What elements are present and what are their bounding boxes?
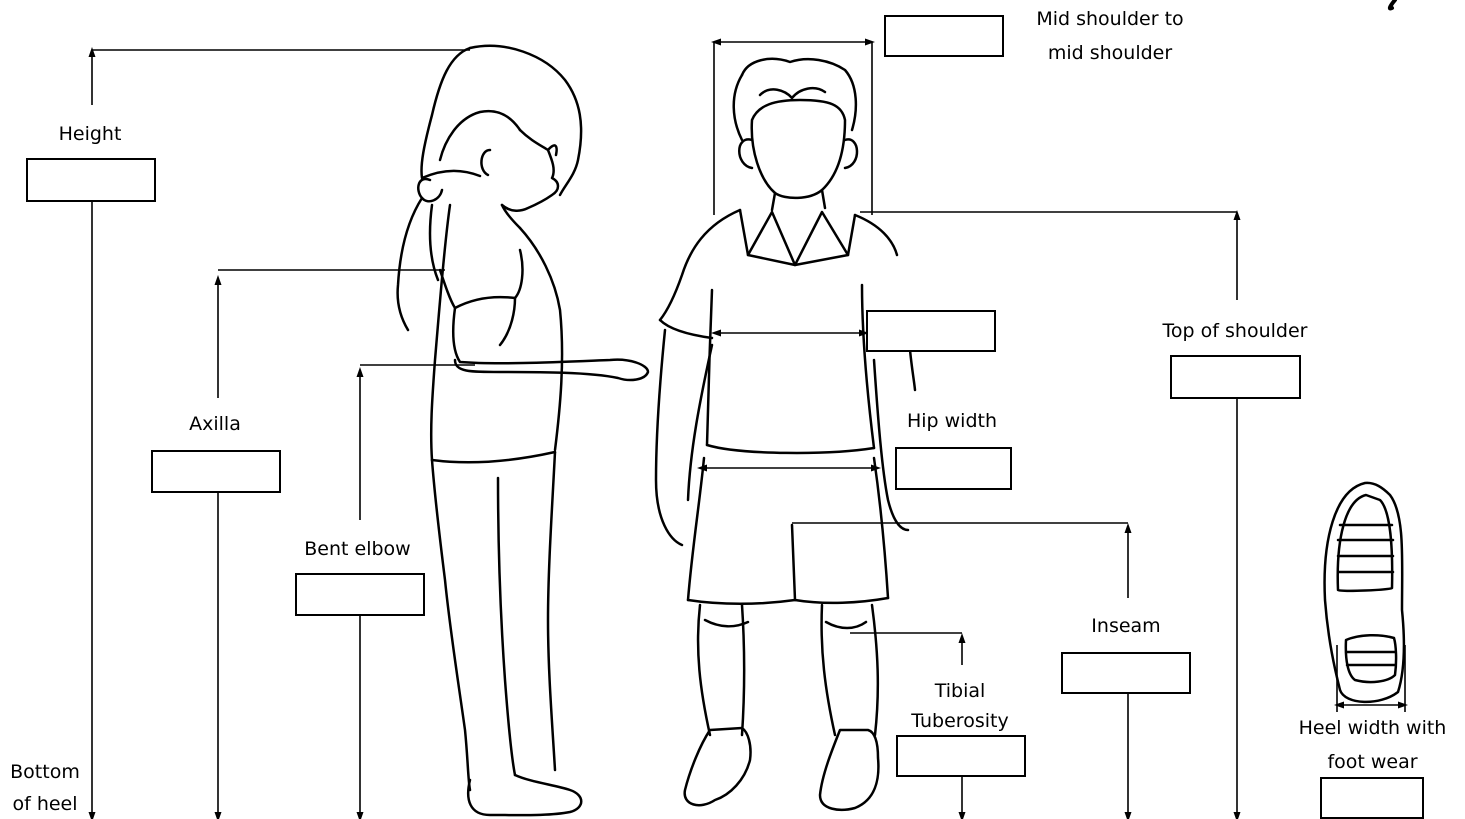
label-top-of-shoulder: Top of shoulder — [1145, 316, 1325, 346]
label-tibial-line1: Tibial — [905, 676, 1015, 706]
chest-width-input-box[interactable] — [866, 310, 996, 352]
top-of-shoulder-input-box[interactable] — [1170, 355, 1301, 399]
axilla-input-box[interactable] — [151, 450, 281, 493]
mid-shoulder-input-box[interactable] — [884, 15, 1004, 57]
label-axilla: Axilla — [160, 409, 270, 439]
measurement-lines — [92, 42, 1405, 817]
hip-width-input-box[interactable] — [895, 447, 1012, 490]
label-tibial-line2: Tuberosity — [900, 706, 1020, 736]
bent-elbow-input-box[interactable] — [295, 573, 425, 616]
label-heel-width-line2: foot wear — [1310, 747, 1435, 777]
label-hip-width: Hip width — [892, 406, 1012, 436]
label-bottom-of-heel-line1: Bottom — [0, 757, 90, 787]
label-inseam: Inseam — [1070, 611, 1182, 641]
boy-front-view-figure — [656, 59, 915, 810]
label-bottom-of-heel-line2: of heel — [0, 789, 90, 819]
label-mid-shoulder-line2: mid shoulder — [1020, 38, 1200, 68]
height-input-box[interactable] — [26, 158, 156, 202]
label-mid-shoulder-line1: Mid shoulder to — [1020, 4, 1200, 34]
inseam-input-box[interactable] — [1061, 652, 1191, 694]
label-bent-elbow: Bent elbow — [290, 534, 425, 564]
girl-side-view-figure — [398, 46, 648, 815]
label-height: Height — [40, 119, 140, 149]
heel-width-input-box[interactable] — [1320, 777, 1424, 819]
tibial-tuberosity-input-box[interactable] — [896, 735, 1026, 777]
label-heel-width-line1: Heel width with — [1290, 713, 1455, 743]
